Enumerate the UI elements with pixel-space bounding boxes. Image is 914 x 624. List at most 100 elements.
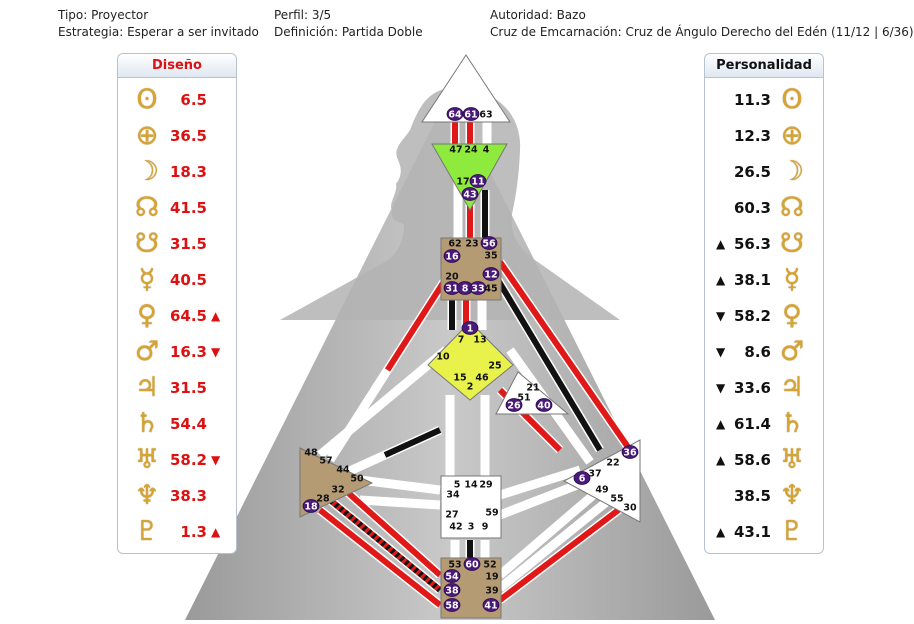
design-row: ☿40.5	[118, 262, 236, 298]
personality-row: ♆38.5	[705, 478, 823, 514]
gate-58: 58	[445, 601, 459, 612]
gate-56-marker	[480, 236, 498, 250]
gate-6: 6	[579, 474, 586, 485]
gate-53: 53	[448, 560, 461, 571]
gate-21: 21	[526, 383, 539, 394]
personality-row: ♄61.4▲	[705, 406, 823, 442]
gate-54-marker	[443, 569, 461, 583]
venus-icon: ♀	[782, 300, 802, 331]
gate-25: 25	[488, 361, 501, 372]
sun-icon: ʘ	[136, 84, 158, 115]
gate-63: 63	[479, 110, 492, 121]
mercury-icon: ☿	[138, 264, 156, 295]
personality-value: 33.6	[733, 379, 771, 397]
gate-52: 52	[483, 560, 496, 571]
gate-12: 12	[484, 270, 497, 281]
definition-label: Definición: Partida Doble	[274, 25, 423, 39]
neptune-icon: ♆	[134, 480, 160, 511]
exalted-arrow-icon: ▲	[211, 525, 221, 539]
exalted-arrow-icon: ▲	[716, 525, 726, 539]
design-value: 31.5	[169, 235, 207, 253]
gate-6-marker	[573, 471, 591, 485]
design-row: ⊕36.5	[118, 118, 236, 154]
north-node-icon: ☊	[780, 192, 804, 223]
gate-17: 17	[456, 177, 469, 188]
gate-12-marker	[482, 267, 500, 281]
incarnation-cross-label: Cruz de Emcarnación: Cruz de Ángulo Dere…	[490, 25, 914, 39]
detriment-arrow-icon: ▼	[716, 381, 726, 395]
gate-22: 22	[606, 458, 619, 469]
pluto-icon: ♇	[779, 516, 805, 547]
gate-11: 11	[471, 177, 484, 188]
gate-35: 35	[484, 251, 497, 262]
gate-46: 46	[475, 373, 489, 384]
gate-34: 34	[446, 490, 460, 501]
gate-23: 23	[465, 239, 478, 250]
gate-15: 15	[453, 373, 466, 384]
personality-value: 12.3	[733, 127, 771, 145]
personality-row: ⊕12.3	[705, 118, 823, 154]
gate-61: 61	[464, 110, 477, 121]
jupiter-icon: ♃	[779, 372, 805, 403]
sacral-center	[440, 475, 502, 539]
detriment-arrow-icon: ▼	[716, 345, 726, 359]
gate-1: 1	[467, 324, 474, 335]
gate-33: 33	[471, 284, 484, 295]
gate-45: 45	[484, 284, 497, 295]
design-row: ♄54.4	[118, 406, 236, 442]
g-center	[427, 321, 514, 401]
design-row: ♆38.3	[118, 478, 236, 514]
personality-row: ♅58.6▲	[705, 442, 823, 478]
gate-11-marker	[469, 174, 487, 188]
design-value: 54.4	[169, 415, 207, 433]
personality-value: 38.1	[733, 271, 771, 289]
personality-value: 26.5	[733, 163, 771, 181]
personality-value: 60.3	[733, 199, 771, 217]
design-value: 41.5	[169, 199, 207, 217]
gate-60-marker	[463, 557, 481, 571]
gate-32: 32	[331, 485, 344, 496]
gate-3: 3	[468, 522, 475, 533]
head-center	[421, 54, 511, 123]
moon-icon: ☽	[779, 156, 805, 187]
personality-value: 58.6	[733, 451, 771, 469]
gate-2: 2	[467, 382, 474, 393]
mars-icon: ♂	[134, 336, 160, 367]
design-value: 64.5	[169, 307, 207, 325]
design-value: 1.3	[180, 523, 207, 541]
design-row: ♃31.5	[118, 370, 236, 406]
personality-row: ♀58.2▼	[705, 298, 823, 334]
spleen-center	[299, 447, 374, 518]
ajna-center	[431, 143, 508, 212]
gate-40-marker	[535, 398, 553, 412]
gate-57: 57	[319, 456, 332, 467]
authority-label: Autoridad: Bazo	[490, 8, 586, 22]
personality-value: 56.3	[733, 235, 771, 253]
south-node-icon: ☋	[780, 228, 804, 259]
gate-4: 4	[483, 145, 490, 156]
gate-38: 38	[445, 586, 459, 597]
design-value: 18.3	[169, 163, 207, 181]
gate-42: 42	[449, 522, 462, 533]
personality-value: 8.6	[744, 343, 771, 361]
gate-26: 26	[507, 401, 521, 412]
gate-48: 48	[304, 448, 318, 459]
exalted-arrow-icon: ▲	[716, 453, 726, 467]
gate-41: 41	[484, 601, 497, 612]
gate-36: 36	[623, 448, 637, 459]
design-row: ♇1.3▲	[118, 514, 236, 550]
exalted-arrow-icon: ▲	[211, 309, 221, 323]
gate-16-marker	[443, 249, 461, 263]
gate-31: 31	[445, 284, 458, 295]
gate-7: 7	[458, 335, 465, 346]
head-silhouette	[280, 88, 620, 320]
gate-20: 20	[445, 272, 459, 283]
gate-38-marker	[443, 583, 461, 597]
design-row: ☊41.5	[118, 190, 236, 226]
gate-29: 29	[479, 480, 492, 491]
gate-28: 28	[316, 494, 330, 505]
